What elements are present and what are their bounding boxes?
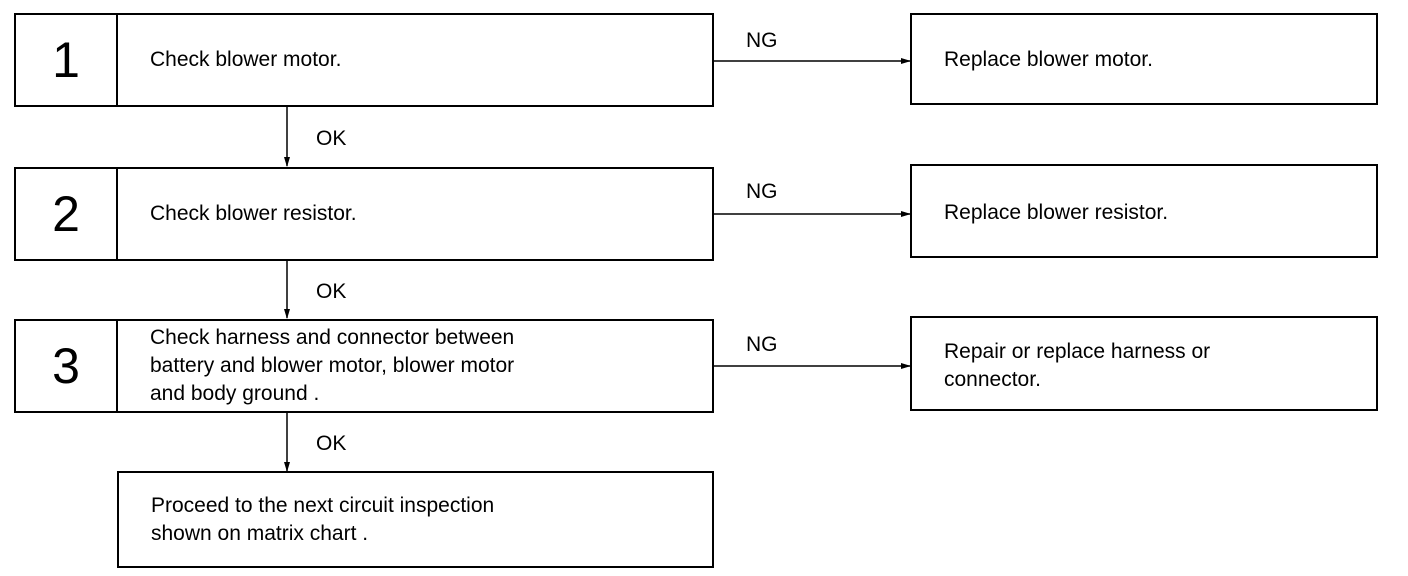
step-1-number: 1 (16, 15, 118, 105)
ok-label-1: OK (316, 127, 347, 150)
step-3-box: 3 Check harness and connector between ba… (14, 319, 714, 413)
result-3-text: Repair or replace harness or connector. (944, 340, 1211, 391)
ng-label-2: NG (746, 180, 778, 203)
step-2-number: 2 (16, 169, 118, 259)
ng-label-3: NG (746, 333, 778, 356)
ng-label-1: NG (746, 29, 778, 52)
step-2-box: 2 Check blower resistor. (14, 167, 714, 261)
result-3-box: Repair or replace harness or connector. (910, 316, 1378, 411)
step-1-text: Check blower motor. (150, 48, 342, 71)
final-text: Proceed to the next circuit inspection s… (151, 493, 495, 545)
final-box: Proceed to the next circuit inspection s… (117, 471, 714, 568)
ok-label-3: OK (316, 432, 347, 455)
step-3-number: 3 (16, 321, 118, 411)
result-1-box: Replace blower motor. (910, 13, 1378, 105)
result-2-box: Replace blower resistor. (910, 164, 1378, 258)
result-1-text: Replace blower motor. (944, 48, 1153, 71)
step-2-text: Check blower resistor. (150, 202, 357, 225)
ok-label-2: OK (316, 280, 347, 303)
step-1-box: 1 Check blower motor. (14, 13, 714, 107)
step-3-text: Check harness and connector between batt… (150, 326, 515, 405)
result-2-text: Replace blower resistor. (944, 201, 1169, 224)
